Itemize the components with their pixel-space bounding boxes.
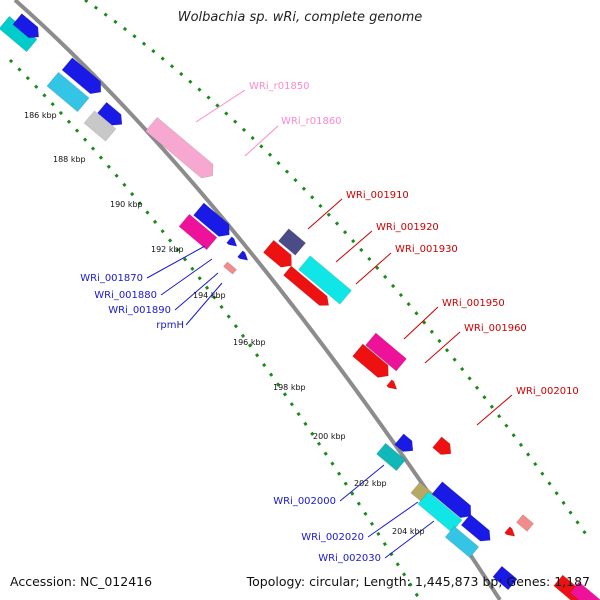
gene-block-20 bbox=[394, 433, 414, 452]
gene-block-4 bbox=[61, 57, 102, 95]
gene-block-29 bbox=[492, 565, 518, 591]
gene-block-25 bbox=[444, 525, 480, 559]
tick-186-kbp: 186 kbp bbox=[24, 111, 57, 120]
wri-001930-label: WRi_001930 bbox=[395, 244, 458, 255]
gene-callouts: WRi_r01850WRi_r01860WRi_001910WRi_001920… bbox=[80, 81, 579, 564]
wri-001890-label: WRi_001890 bbox=[108, 305, 171, 316]
gene-block-6 bbox=[97, 101, 123, 126]
gene-block-17 bbox=[352, 343, 389, 378]
gene-block-13 bbox=[262, 239, 292, 268]
wri-002010-label: WRi_002010 bbox=[516, 386, 579, 397]
rna-block-1 bbox=[145, 116, 214, 179]
rpmh-label: rpmH bbox=[156, 320, 184, 331]
wri-001920-label: WRi_001920 bbox=[376, 222, 439, 233]
wri-r01860-label: WRi_r01860 bbox=[281, 116, 342, 127]
gene-block-21 bbox=[376, 442, 406, 472]
wri-001930-leader bbox=[355, 252, 392, 285]
gene-block-28 bbox=[504, 526, 516, 537]
gene-block-27 bbox=[516, 514, 534, 532]
gene-block-18 bbox=[386, 379, 398, 390]
wri-001950-leader bbox=[403, 306, 439, 340]
gene-block-26 bbox=[460, 513, 491, 542]
wri-002030-label: WRi_002030 bbox=[318, 553, 381, 564]
wri-001910-label: WRi_001910 bbox=[346, 190, 409, 201]
gene-block-31 bbox=[569, 581, 600, 600]
gene-block-7 bbox=[178, 213, 218, 251]
wri-001880-label: WRi_001880 bbox=[94, 290, 157, 301]
wri-001870-label: WRi_001870 bbox=[80, 273, 143, 284]
gene-block-2 bbox=[12, 13, 40, 39]
wri-002010-leader bbox=[476, 394, 513, 426]
tick-200-kbp: 200 kbp bbox=[313, 432, 346, 441]
tick-194-kbp: 194 kbp bbox=[193, 291, 226, 300]
gene-block-3 bbox=[46, 71, 90, 113]
tick-196-kbp: 196 kbp bbox=[233, 338, 266, 347]
gene-block-23 bbox=[431, 481, 472, 519]
gene-block-14 bbox=[298, 255, 352, 305]
wri-002000-label: WRi_002000 bbox=[273, 496, 336, 507]
gene-block-19 bbox=[432, 436, 452, 455]
tick-188-kbp: 188 kbp bbox=[53, 155, 86, 164]
gene-block-10 bbox=[237, 250, 249, 261]
wri-r01850-leader bbox=[195, 89, 246, 123]
gene-block-8 bbox=[193, 202, 230, 237]
wri-001890-leader bbox=[174, 272, 219, 311]
wri-002000-leader bbox=[339, 464, 385, 502]
accession-text: Accession: NC_012416 bbox=[10, 574, 153, 589]
tick-202-kbp: 202 kbp bbox=[354, 479, 387, 488]
tick-204-kbp: 204 kbp bbox=[392, 527, 425, 536]
wri-001910-leader bbox=[307, 198, 343, 230]
kbp-ticks: 186 kbp 188 kbp 190 kbp 192 kbp 194 kbp 196 k… bbox=[24, 111, 425, 536]
map-title: Wolbachia sp. wRi, complete genome bbox=[177, 10, 423, 25]
guide-ring-inner bbox=[8, 58, 422, 600]
wri-001960-leader bbox=[424, 331, 461, 364]
tick-190-kbp: 190 kbp bbox=[110, 200, 143, 209]
wri-001920-leader bbox=[335, 230, 373, 263]
gene-block-12 bbox=[278, 228, 306, 256]
gene-block-9 bbox=[226, 236, 238, 247]
gene-block-11 bbox=[223, 261, 237, 275]
tick-198-kbp: 198 kbp bbox=[273, 383, 306, 392]
gene-block-16 bbox=[365, 332, 407, 372]
gene-block-15 bbox=[283, 265, 330, 306]
gene-block-5 bbox=[83, 110, 117, 142]
wri-002030-leader bbox=[384, 520, 435, 559]
wri-001870-leader bbox=[146, 245, 206, 279]
wri-r01860-leader bbox=[244, 125, 279, 157]
wri-001960-label: WRi_001960 bbox=[464, 323, 527, 334]
wri-r01850-label: WRi_r01850 bbox=[249, 81, 310, 92]
tick-192-kbp: 192 kbp bbox=[151, 245, 184, 254]
wri-002020-leader bbox=[367, 501, 419, 538]
wri-001950-label: WRi_001950 bbox=[442, 298, 505, 309]
topology-summary: Topology: circular; Length: 1,445,873 bp… bbox=[246, 574, 590, 589]
gene-features bbox=[0, 13, 600, 600]
wri-001880-leader bbox=[160, 258, 213, 296]
rpmh-leader bbox=[185, 282, 223, 326]
wri-002020-label: WRi_002020 bbox=[301, 532, 364, 543]
